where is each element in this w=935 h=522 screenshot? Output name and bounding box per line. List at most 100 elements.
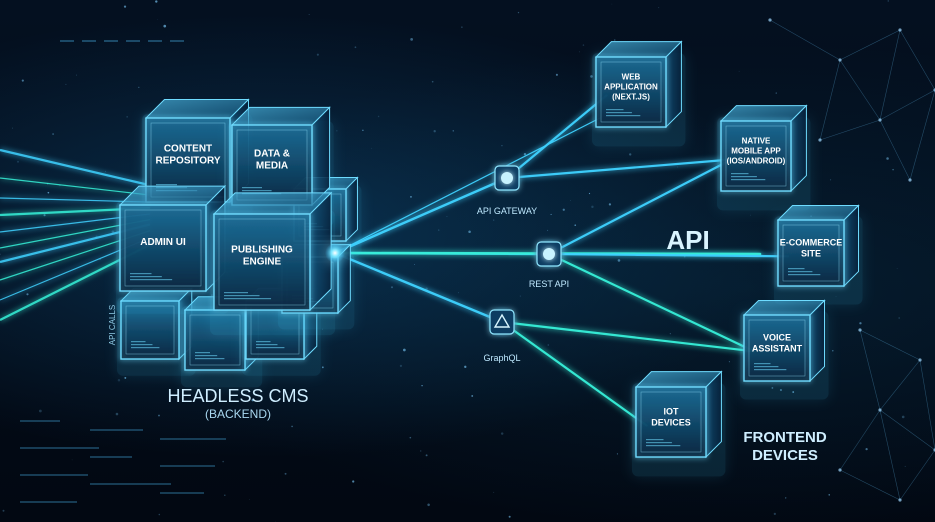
network-line: [839, 469, 901, 501]
star-particle: [658, 7, 660, 9]
gateway-label-rest: REST API: [529, 279, 569, 289]
gateway-label-graphql: GraphQL: [483, 353, 520, 363]
cube-label-line: ENGINE: [243, 256, 282, 267]
gateway-to-device-beam: [500, 320, 648, 427]
hud-line: [160, 492, 204, 494]
cube-circuit-line: [195, 352, 210, 354]
star-particle: [613, 39, 616, 41]
cube-label-line: REPOSITORY: [155, 155, 220, 166]
star-particle: [222, 460, 224, 463]
gateway-to-device-beam: [500, 320, 756, 353]
star-particle: [158, 414, 160, 417]
star-particle: [550, 213, 552, 216]
star-particle: [570, 200, 571, 201]
star-particle: [427, 503, 430, 507]
star-particle: [17, 160, 19, 163]
star-particle: [431, 80, 434, 83]
star-particle: [308, 13, 310, 15]
cube-label-line: DEVICES: [651, 417, 691, 427]
star-particle: [828, 494, 830, 496]
star-particle: [582, 44, 585, 46]
network-line: [899, 449, 935, 501]
star-particle: [892, 168, 894, 171]
cube-circuit-line: [131, 341, 146, 343]
star-particle: [493, 219, 495, 221]
hud-line: [90, 483, 171, 485]
star-particle: [433, 130, 436, 133]
cube-label-line: ADMIN UI: [140, 237, 186, 248]
star-particle: [501, 144, 503, 147]
cube-inner-frame: [782, 224, 840, 282]
star-particle: [421, 385, 423, 387]
graphql-icon: [486, 306, 518, 338]
gateway-to-device-beam: [547, 252, 790, 258]
cube-label-line: SITE: [801, 249, 821, 259]
star-particle: [117, 379, 121, 382]
star-particle: [249, 498, 250, 500]
cube-circuit-line: [731, 176, 757, 178]
star-particle: [138, 86, 140, 88]
hud-line: [20, 474, 88, 476]
network-line: [769, 19, 841, 61]
graphql-triangle: [493, 313, 511, 328]
network-line: [879, 409, 935, 451]
star-particle: [493, 491, 495, 493]
star-particle: [578, 51, 580, 53]
star-particle: [574, 224, 577, 227]
star-particle: [425, 454, 428, 457]
gateway-core: [501, 172, 513, 184]
incoming-light-beams: [0, 148, 151, 321]
star-particle: [352, 480, 355, 483]
cube-circuit-line: [130, 276, 162, 278]
star-particle: [71, 459, 73, 461]
star-particle: [52, 133, 54, 135]
cube-label-line: ASSISTANT: [752, 344, 803, 354]
cube-circuit-line: [224, 295, 260, 297]
star-particle: [611, 3, 613, 5]
star-particle: [898, 317, 900, 319]
gateway-to-device-beam: [505, 158, 733, 180]
star-particle: [251, 398, 255, 402]
star-particle: [438, 229, 440, 231]
cube-side-face: [809, 299, 826, 383]
cube-circuit-line: [606, 109, 624, 111]
cube-circuit-line: [242, 187, 262, 189]
star-particle: [284, 472, 287, 475]
star-particle: [390, 286, 394, 289]
hud-line: [148, 40, 162, 42]
star-particle: [728, 361, 730, 363]
star-particle: [617, 259, 621, 262]
cube-circuit-line: [754, 366, 779, 368]
cube-circuit-line: [646, 442, 672, 444]
star-particle: [500, 432, 504, 435]
cluster-to-web-beam: [334, 117, 601, 254]
network-line: [819, 119, 881, 141]
star-particle: [2, 509, 5, 512]
star-particle: [588, 192, 591, 195]
hud-line: [20, 420, 60, 422]
star-particle: [458, 292, 459, 294]
star-particle: [562, 208, 565, 211]
network-line: [899, 29, 935, 91]
gateway-chip: [489, 309, 515, 335]
cube-circuit-line: [754, 363, 771, 365]
incoming-beam: [0, 177, 151, 196]
star-particle: [865, 448, 868, 451]
cube-circuit-line: [731, 179, 766, 181]
cube-circuit-line: [131, 344, 153, 346]
star-particle: [508, 515, 511, 518]
star-particle: [115, 412, 119, 416]
network-line: [839, 59, 881, 121]
hud-line: [90, 456, 132, 458]
network-line: [859, 329, 921, 361]
cube-inner-frame: [748, 319, 806, 377]
star-particle: [461, 26, 463, 28]
cube-label-line: NATIVE: [742, 136, 771, 145]
